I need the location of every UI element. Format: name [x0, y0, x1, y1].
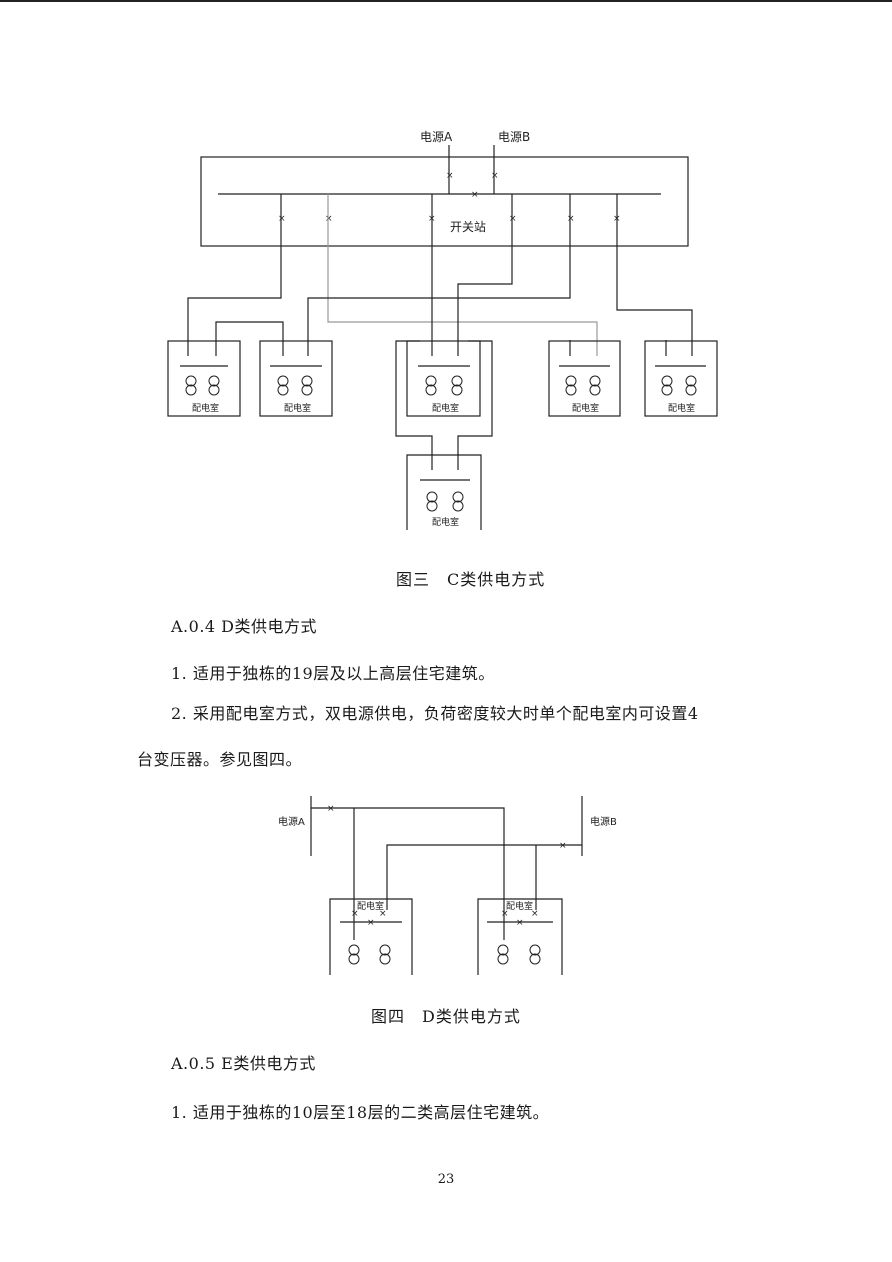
section-a04-item2-line1: 2. 采用配电室方式，双电源供电，负荷密度较大时单个配电室内可设置4 — [171, 704, 699, 723]
section-a04-heading: A.0.4 D类供电方式 — [171, 617, 318, 636]
fig3-station-label: 开关站 — [450, 220, 486, 234]
figure4-caption: 图四 D类供电方式 — [371, 1007, 521, 1026]
fig3-room-label: 配电室 — [284, 402, 311, 414]
fig4-source-a-label: 电源A — [278, 815, 305, 828]
fig3-room-label: 配电室 — [192, 402, 219, 414]
svg-text:×: × — [471, 190, 479, 200]
fig4-source-b-label: 电源B — [590, 815, 617, 828]
svg-text:×: × — [501, 909, 509, 919]
svg-text:×: × — [516, 918, 524, 928]
svg-text:×: × — [327, 804, 335, 814]
svg-text:×: × — [278, 214, 286, 224]
switching-station-box — [200, 156, 689, 247]
page-top-border — [0, 0, 892, 2]
section-a04-item2-line2: 台变压器。参见图四。 — [137, 750, 303, 769]
fig4-room-label: 配电室 — [357, 900, 384, 912]
svg-text:×: × — [509, 214, 517, 224]
svg-text:×: × — [491, 171, 499, 181]
page-number: 23 — [437, 1172, 455, 1187]
fig3-room-label: 配电室 — [668, 402, 695, 414]
section-a05-heading: A.0.5 E类供电方式 — [171, 1054, 316, 1073]
fig3-source-b-label: 电源B — [498, 130, 530, 144]
fig3-room-label: 配电室 — [432, 402, 459, 414]
svg-text:×: × — [351, 909, 359, 919]
fig3-room-label: 配电室 — [572, 402, 599, 414]
section-a04-item1: 1. 适用于独栋的19层及以上高层住宅建筑。 — [171, 664, 495, 683]
section-a05-item1: 1. 适用于独栋的10层至18层的二类高层住宅建筑。 — [171, 1103, 550, 1122]
fig3-room-label: 配电室 — [432, 516, 459, 528]
svg-text:×: × — [567, 214, 575, 224]
fig3-source-a-label: 电源A — [420, 130, 453, 144]
svg-text:×: × — [325, 214, 333, 224]
svg-text:×: × — [531, 909, 539, 919]
svg-text:×: × — [379, 909, 387, 919]
svg-text:×: × — [446, 171, 454, 181]
figure3-caption: 图三 C类供电方式 — [396, 570, 546, 589]
fig4-room-label: 配电室 — [506, 900, 533, 912]
svg-text:×: × — [559, 841, 567, 851]
svg-text:×: × — [367, 918, 375, 928]
